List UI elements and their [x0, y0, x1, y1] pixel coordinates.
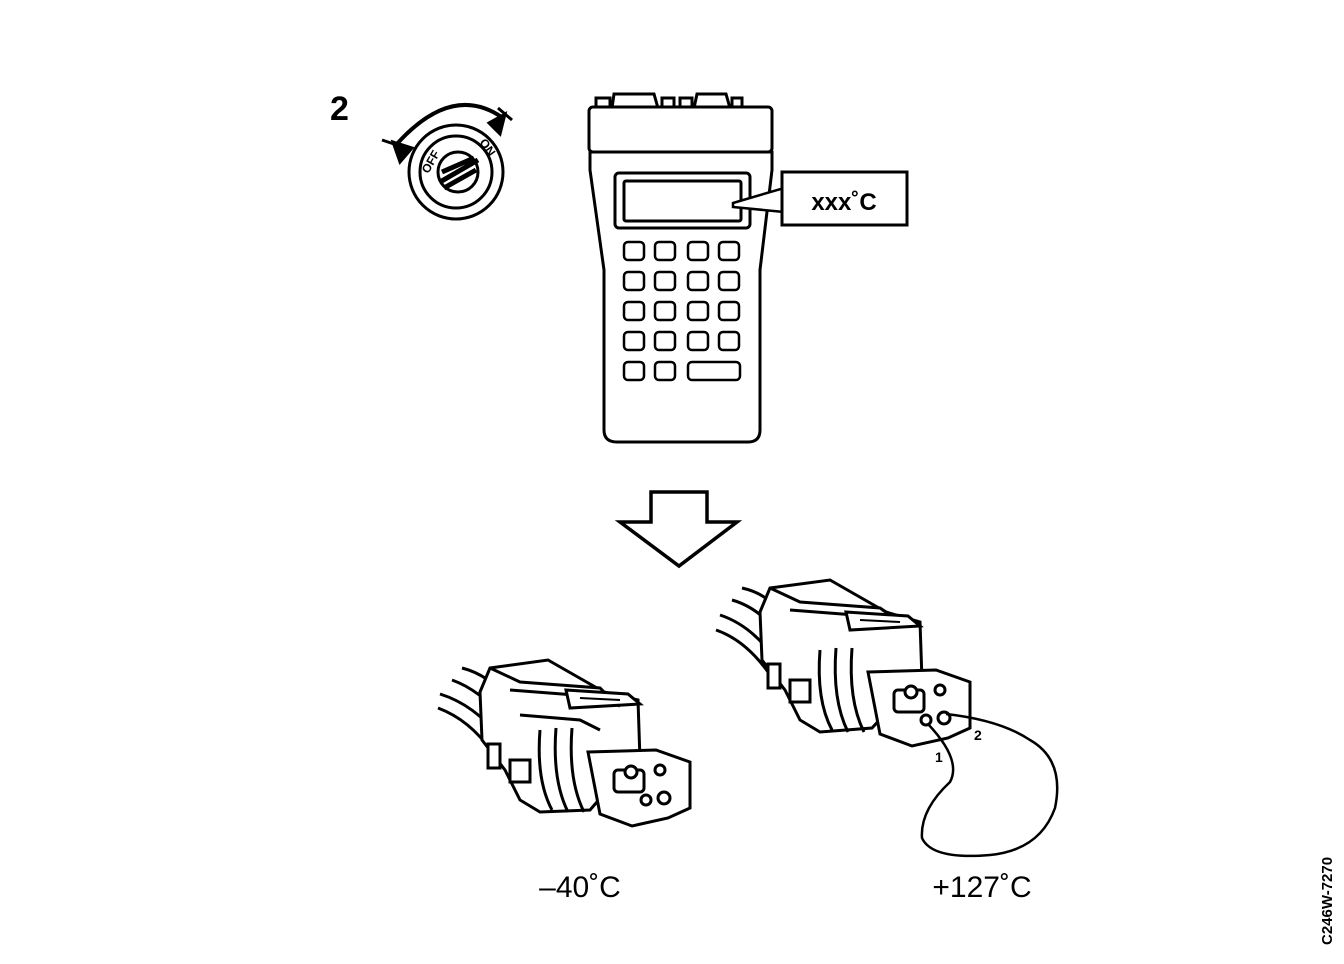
jumpered-connector [715, 578, 972, 748]
terminal-2-label: 2 [974, 727, 982, 743]
terminal-1-label: 1 [935, 749, 943, 765]
figure-code: C246W-7270 [1319, 857, 1336, 945]
ignition-switch: OFF ON [381, 103, 513, 221]
arrow-right-icon [486, 110, 508, 137]
open-connector-temperature: –40˚C [539, 871, 621, 904]
scan-tool-keypad [622, 240, 742, 382]
jumpered-connector-temperature: +127˚C [932, 871, 1031, 904]
temperature-callout: xxx˚C [780, 170, 909, 227]
arrow-left-icon [390, 139, 415, 165]
scan-tool [587, 92, 786, 444]
down-arrow-icon [614, 490, 743, 569]
callout-text: xxx˚C [811, 189, 876, 216]
step-number: 2 [330, 90, 349, 128]
jumper-wire [920, 712, 1059, 858]
open-connector [437, 658, 692, 828]
key-slot-icon [436, 150, 480, 194]
